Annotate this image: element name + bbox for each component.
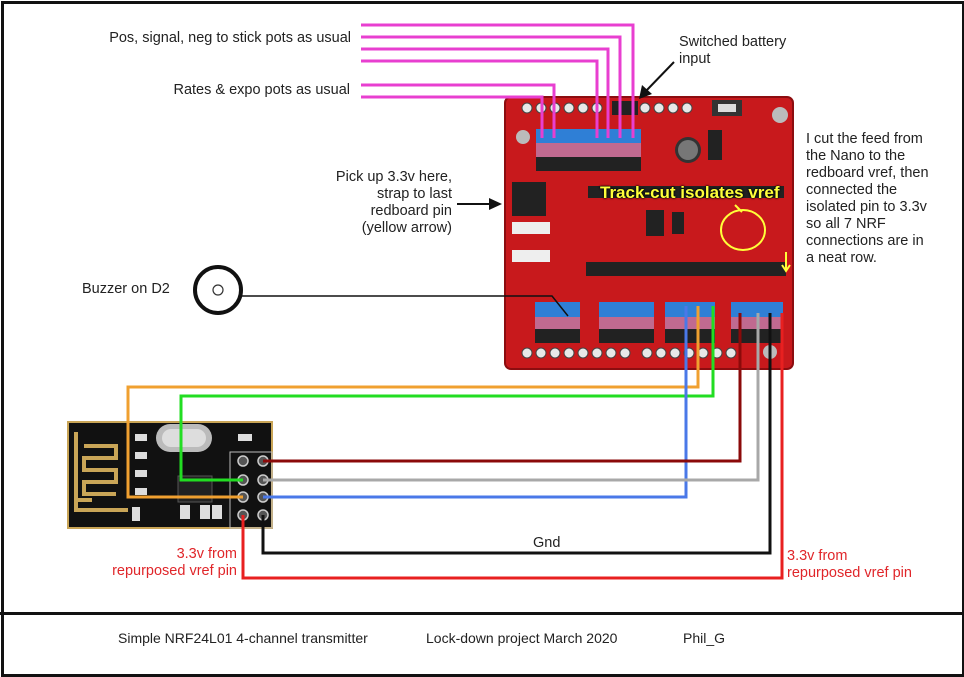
wire-orange [126,306,700,499]
footer-separator [0,612,964,615]
switched-battery-line2: input [679,51,711,67]
vref-left-label: 3.3v from repurposed vref pin [112,546,237,580]
vref-left-line1: 3.3v from [176,546,237,562]
wire-gray [263,313,760,482]
vref-right-label: 3.3v from repurposed vref pin [787,548,912,582]
note-line5: isolated pin to 3.3v [806,199,927,215]
vref-note-label: I cut the feed from the Nano to the redb… [806,131,929,267]
rates-expo-label: Rates & expo pots as usual [173,82,350,98]
nrf24l01-module [67,421,273,529]
wire-green [179,306,715,482]
wire-vcc [241,313,784,580]
pickup-3v3-label: Pick up 3.3v here, strap to last redboar… [336,169,452,237]
buzzer-symbol [193,265,243,315]
track-cut-circle [720,209,766,251]
footer-date: Lock-down project March 2020 [426,630,618,646]
switched-battery-arrow-icon [639,61,675,99]
pickup-arrow-icon [457,198,502,210]
note-line2: the Nano to the [806,148,906,164]
track-cut-label: Track-cut isolates vref [600,183,780,202]
footer-author: Phil_G [683,630,726,646]
switched-battery-line1: Switched battery [679,34,787,50]
buzzer-wire [241,295,569,317]
vref-left-line2: repurposed vref pin [112,563,237,579]
note-line7: connections are in [806,233,924,249]
nano-shield-board [504,96,794,370]
pickup-line3: redboard pin [370,203,452,219]
switched-battery-label: Switched battery input [679,34,786,68]
note-line3: redboard vref, then [806,165,929,181]
pot-wires [361,23,635,138]
track-cut-pointer [734,204,743,213]
yellow-arrow-icon [781,252,791,273]
pickup-line2: strap to last [377,186,452,202]
stick-pots-label: Pos, signal, neg to stick pots as usual [109,30,351,46]
footer-project: Simple NRF24L01 4-channel transmitter [118,630,368,646]
buzzer-label: Buzzer on D2 [82,281,170,297]
pickup-line1: Pick up 3.3v here, [335,169,452,185]
vref-right-line1: 3.3v from [787,548,848,564]
note-line1: I cut the feed from [806,131,923,147]
gnd-label: Gnd [533,535,561,551]
pickup-line4: (yellow arrow) [361,220,452,236]
wire-gnd [261,313,772,555]
note-line4: connected the [806,182,898,198]
vref-right-line2: repurposed vref pin [787,565,912,581]
note-line8: a neat row. [806,250,877,266]
wire-blue [263,306,688,499]
note-line6: so all 7 NRF [806,216,886,232]
wire-darkred [263,313,742,463]
nrf-wires [126,306,784,580]
